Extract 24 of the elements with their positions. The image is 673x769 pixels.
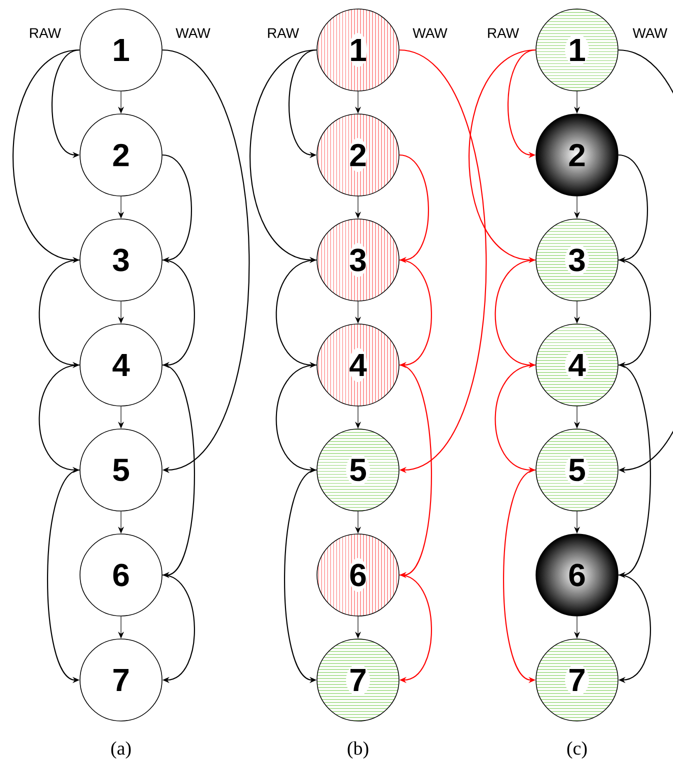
arrow (162, 574, 195, 684)
panel-caption: (c) (567, 741, 587, 759)
arrow (399, 49, 487, 474)
panel-caption: (a) (111, 741, 131, 759)
arrow (399, 574, 432, 684)
arrow (618, 154, 648, 264)
arrow (618, 574, 651, 684)
dependency-label: RAW (268, 28, 300, 38)
dependency-label: WAW (176, 28, 210, 38)
arrow (399, 259, 432, 368)
dependency-label: WAW (632, 28, 668, 38)
arrow (162, 154, 192, 264)
arrow (399, 154, 429, 264)
panel-caption: (b) (348, 741, 368, 759)
dependency-label: RAW (30, 28, 62, 38)
arrow (618, 49, 673, 474)
dependency-label: WAW (412, 28, 448, 38)
arrow (162, 259, 195, 368)
arrow (618, 364, 651, 578)
arrow (399, 364, 432, 578)
dependency-label: RAW (488, 28, 520, 38)
arrow (618, 259, 651, 368)
arrow (162, 364, 195, 578)
arrow (162, 49, 250, 474)
